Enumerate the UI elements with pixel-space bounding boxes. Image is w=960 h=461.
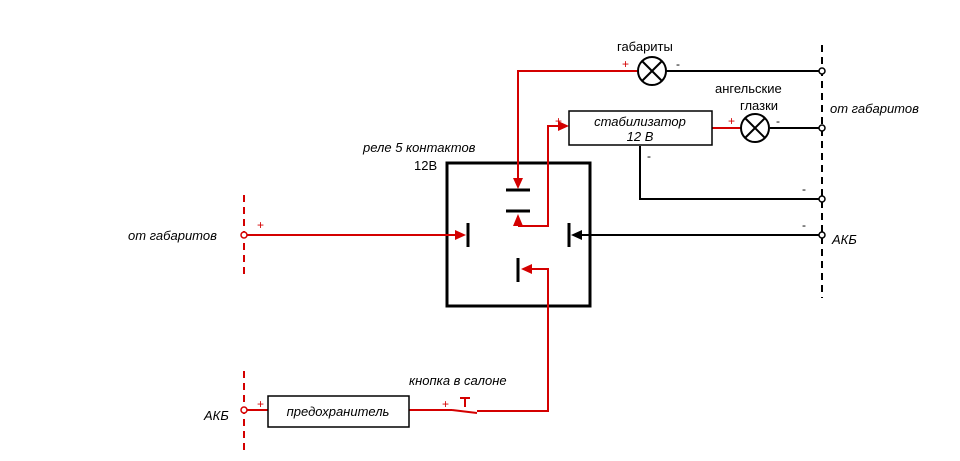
terminal-right-3	[818, 195, 826, 203]
arrow-markers-in	[455, 230, 466, 240]
arrow-relay-mid	[513, 214, 523, 226]
relay-voltage: 12В	[414, 158, 437, 173]
label-markers-lamp: габариты	[617, 39, 673, 54]
terminal-right-1	[818, 67, 826, 75]
plus-sign-markers-in: +	[257, 218, 264, 232]
button-switch-icon	[451, 397, 478, 414]
relay-title: реле 5 контактов	[362, 140, 476, 155]
terminal-right-4	[818, 231, 826, 239]
plus-sign-angel-eyes: +	[728, 114, 735, 128]
label-stabilizer-2: 12 В	[627, 129, 654, 144]
terminal-left-akb	[240, 406, 248, 414]
label-fuse: предохранитель	[287, 404, 390, 419]
wire-button-to-relay	[477, 268, 549, 412]
plus-sign-markers-lamp: +	[622, 57, 629, 71]
terminal-right-2	[818, 124, 826, 132]
wire-stabilizer-ground	[639, 146, 819, 200]
angel-eyes-lamp-icon	[740, 113, 770, 143]
minus-sign-stabilizer: -	[647, 149, 651, 163]
minus-sign-angel-eyes: -	[776, 114, 780, 128]
plus-sign-stabilizer: +	[555, 114, 562, 128]
label-button: кнопка в салоне	[409, 373, 507, 388]
fuse-box	[267, 395, 410, 428]
terminal-left-markers	[240, 231, 248, 239]
stabilizer-box	[568, 110, 713, 146]
wire-relay-to-markers-lamp	[517, 70, 637, 180]
label-stabilizer-1: стабилизатор	[594, 114, 686, 129]
arrow-relay-top	[513, 178, 523, 189]
arrow-akb-to-relay	[571, 230, 582, 240]
minus-sign-markers-lamp: -	[676, 57, 680, 71]
plus-sign-akb-left: +	[257, 397, 264, 411]
arrow-relay-bottom	[521, 264, 532, 274]
arrow-stabilizer-in	[558, 121, 569, 131]
markers-lamp-icon	[637, 56, 667, 86]
plus-sign-button: +	[442, 397, 449, 411]
minus-sign-akb-right: -	[802, 218, 806, 232]
minus-sign-ground: -	[802, 182, 806, 196]
label-angel-eyes-2: глазки	[740, 98, 778, 113]
label-akb-left: АКБ	[203, 408, 229, 423]
label-akb-right: АКБ	[831, 232, 857, 247]
label-angel-eyes-1: ангельские	[715, 81, 782, 96]
label-from-markers-left: от габаритов	[128, 228, 217, 243]
label-from-markers-right: от габаритов	[830, 101, 919, 116]
wire-relay-to-stabilizer	[518, 125, 560, 227]
